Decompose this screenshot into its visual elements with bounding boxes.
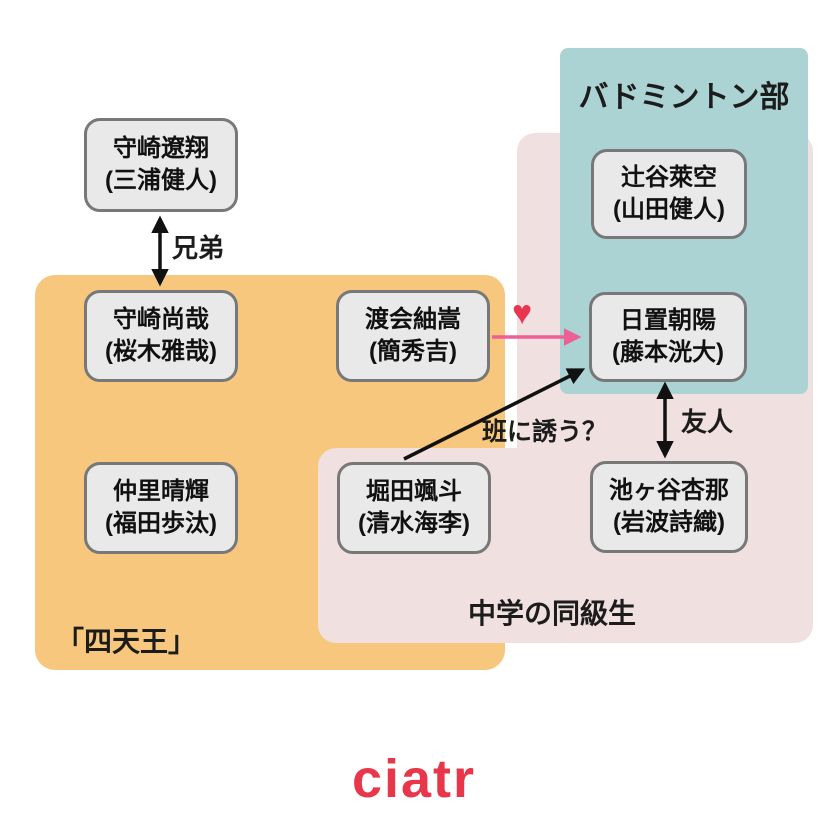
actor-name: (山田健人) <box>613 196 725 223</box>
friends-label: 友人 <box>681 407 734 437</box>
character-name: 日置朝陽 <box>620 306 716 334</box>
character-box-hioki-asahi: 日置朝陽 (藤本洸大) <box>589 292 747 382</box>
character-name: 渡会紬嵩 <box>365 305 461 333</box>
actor-name: (藤本洸大) <box>612 339 724 366</box>
brothers-label: 兄弟 <box>172 233 225 263</box>
character-name: 守崎遼翔 <box>113 134 209 162</box>
character-name: 堀田颯斗 <box>366 477 462 505</box>
character-box-nakazato-haruki: 仲里晴輝 (福田歩汰) <box>84 462 238 554</box>
character-box-moriyaki-ryoto: 守崎遼翔 (三浦健人) <box>84 118 238 212</box>
character-name: 守崎尚哉 <box>113 305 209 333</box>
actor-name: (岩波詩織) <box>613 509 725 536</box>
character-box-ikegaya-anna: 池ヶ谷杏那 (岩波詩織) <box>590 461 748 553</box>
character-box-tsujitani-raiku: 辻谷萊空 (山田健人) <box>591 149 747 239</box>
character-box-moriyaki-naoya: 守崎尚哉 (桜木雅哉) <box>84 290 238 382</box>
actor-name: (福田歩汰) <box>105 510 217 537</box>
actor-name: (三浦健人) <box>105 167 217 194</box>
badminton-club-label: バドミントン部 <box>578 81 790 114</box>
actor-name: (清水海李) <box>358 510 470 537</box>
actor-name: (簡秀吉) <box>369 338 457 365</box>
invite-label: 班に誘う？ <box>482 418 608 446</box>
character-box-watarai-yutaka: 渡会紬嵩 (簡秀吉) <box>336 290 490 382</box>
middle-school-classmates-label: 中学の同級生 <box>468 598 637 629</box>
character-name: 池ヶ谷杏那 <box>609 476 729 504</box>
four-heavenly-kings-label: 「四天王」 <box>56 626 197 657</box>
character-name: 辻谷萊空 <box>621 163 717 191</box>
character-name: 仲里晴輝 <box>113 477 209 505</box>
actor-name: (桜木雅哉) <box>105 338 217 365</box>
character-box-hotta-hayato: 堀田颯斗 (清水海李) <box>337 462 491 554</box>
heart-icon: ♥ <box>512 294 533 332</box>
ciatr-logo: ciatr <box>351 749 477 809</box>
